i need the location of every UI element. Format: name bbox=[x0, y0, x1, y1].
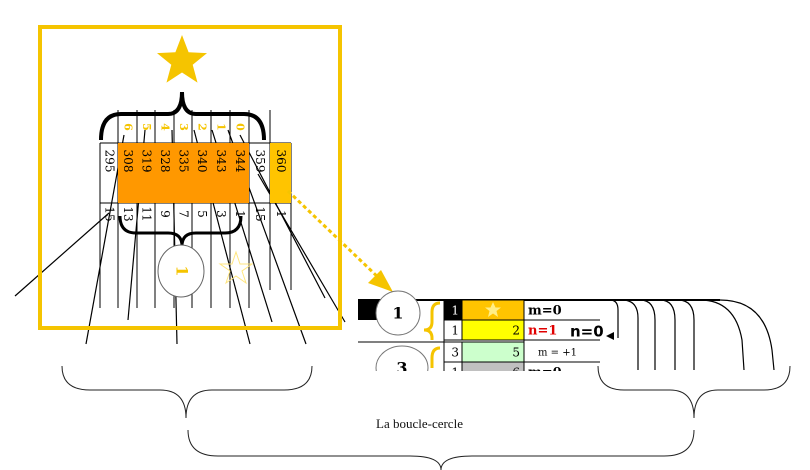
ruler-cell bbox=[155, 143, 174, 203]
table-circle-label: 1 bbox=[392, 304, 403, 323]
bottom-main-brace-icon bbox=[187, 429, 695, 470]
ruler-value: 340 bbox=[195, 150, 209, 173]
bottom-right-brace-icon bbox=[597, 365, 791, 419]
ruler-lower-value: 1 bbox=[233, 210, 247, 218]
table-index: 1 bbox=[451, 304, 459, 318]
table-row: 3 5 m = +1 bbox=[443, 341, 600, 363]
table-note: m=0 bbox=[528, 304, 562, 319]
side-label: n=0 bbox=[570, 323, 604, 341]
ruler-lower-value: 5 bbox=[195, 210, 209, 218]
ruler-cells bbox=[118, 143, 291, 203]
ruler-lower-value: 13 bbox=[121, 206, 135, 221]
table-brace-icon bbox=[430, 346, 441, 368]
ruler-index-digit: 6 bbox=[122, 123, 135, 131]
ruler-value: 360 bbox=[274, 150, 288, 173]
circle-left-label: 1 bbox=[173, 265, 192, 276]
table-note: m = +1 bbox=[538, 348, 577, 359]
ruler-cell bbox=[118, 143, 137, 203]
ruler-value: 359 bbox=[253, 150, 267, 173]
ruler-cell bbox=[192, 143, 211, 203]
star-icon bbox=[157, 35, 207, 83]
ruler-index-digit: 5 bbox=[140, 123, 153, 131]
circle-left bbox=[157, 244, 205, 298]
table-note: n=1 bbox=[528, 324, 557, 339]
ruler-value: 343 bbox=[214, 150, 228, 173]
ruler-lower-value: 9 bbox=[158, 210, 172, 218]
ruler-lower-value: 3 bbox=[214, 210, 228, 218]
table-row: 1 2 n=1 bbox=[443, 319, 600, 341]
ruler-index-digit: 0 bbox=[234, 123, 247, 131]
ruler-value: 319 bbox=[140, 150, 154, 173]
ruler-index-digit: 4 bbox=[159, 123, 172, 131]
ruler-value: 295 bbox=[103, 150, 117, 173]
faint-star-icon bbox=[218, 250, 254, 285]
side-arrow-icon bbox=[606, 332, 614, 340]
ruler-lower-value: 11 bbox=[140, 206, 154, 221]
ruler-cell bbox=[211, 143, 230, 203]
ruler-lower-value: 15 bbox=[103, 206, 117, 221]
ruler-cell bbox=[137, 143, 155, 203]
table-circle-label: 3 bbox=[396, 359, 407, 378]
right-arcs bbox=[600, 299, 775, 371]
table-value: 5 bbox=[512, 346, 520, 360]
ruler-index-digit: 3 bbox=[177, 123, 190, 131]
table-brace-icon bbox=[423, 301, 441, 340]
table-star-icon bbox=[485, 302, 501, 317]
arrow-head-icon bbox=[368, 270, 393, 292]
caption: La boucle-cercle bbox=[376, 416, 463, 431]
ruler-index-digit: 1 bbox=[215, 123, 228, 131]
ruler-lower-value: 1 bbox=[274, 210, 288, 218]
highlight-frame bbox=[38, 25, 342, 330]
ruler-cell bbox=[230, 143, 249, 203]
table-index: 3 bbox=[451, 346, 459, 360]
ruler-value: 308 bbox=[121, 150, 135, 173]
table-value: 2 bbox=[512, 324, 520, 338]
top-brace-icon bbox=[99, 91, 266, 141]
bottom-left-brace-icon bbox=[61, 365, 313, 419]
table-circle bbox=[375, 290, 421, 336]
ruler-index-digit: 2 bbox=[196, 123, 209, 131]
table-index: 1 bbox=[451, 324, 459, 338]
ruler-cell bbox=[270, 143, 291, 203]
ruler-lower-value: 7 bbox=[177, 210, 191, 218]
ruler-lower-value: 15 bbox=[253, 206, 267, 221]
ruler-value: 335 bbox=[177, 150, 191, 173]
ruler-cell bbox=[174, 143, 192, 203]
dotted-arrow bbox=[286, 189, 383, 282]
ruler-value: 328 bbox=[158, 150, 172, 173]
table-row: 1 m=0 bbox=[443, 299, 600, 321]
ruler-value: 344 bbox=[233, 150, 247, 173]
ruler-values: 295 308 319 328 335 340 343 344 359 360 bbox=[103, 150, 289, 173]
